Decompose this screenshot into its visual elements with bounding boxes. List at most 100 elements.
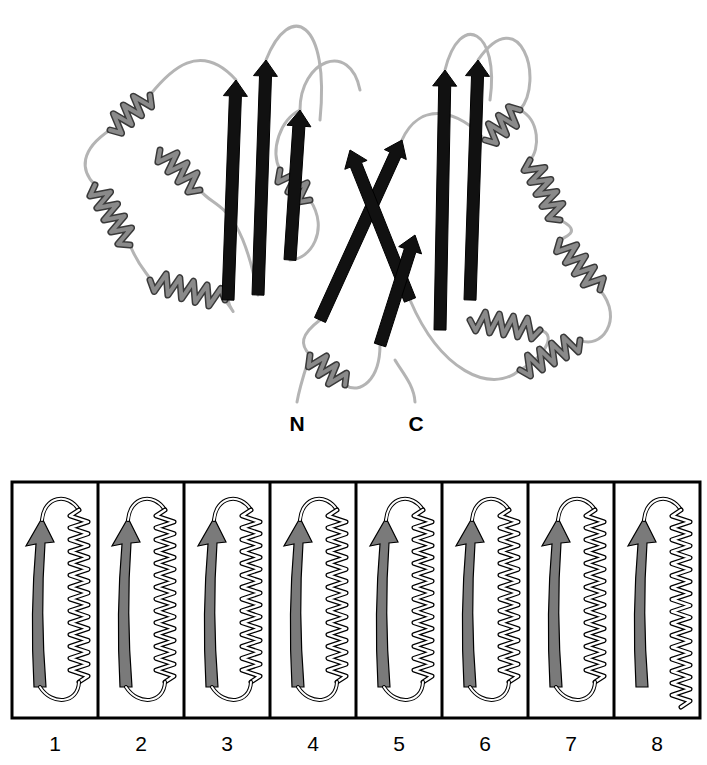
alpha-helix [414, 510, 432, 682]
panel-frame [12, 482, 700, 718]
box-outline [271, 483, 356, 718]
repeat-unit-icon [184, 482, 270, 718]
coil-loop [130, 245, 150, 280]
beta-strand [464, 60, 490, 300]
alpha-helix-face [524, 160, 563, 220]
terminus-label: C [408, 412, 423, 436]
repeat-box: 2 [98, 482, 184, 762]
coil-loop [126, 682, 165, 700]
repeat-unit-icon [12, 482, 98, 718]
repeat-number: 5 [356, 732, 442, 756]
alpha-helix-face [520, 337, 580, 376]
coil-loop [298, 682, 337, 700]
alpha-helix-face [414, 510, 432, 682]
beta-strand [252, 60, 277, 295]
alpha-helix [524, 160, 563, 220]
beta-strand [26, 518, 54, 687]
beta-strand [198, 518, 226, 687]
coil-loop [126, 682, 165, 700]
alpha-helix-face [150, 274, 225, 306]
repeat-number: 3 [184, 732, 270, 756]
alpha-helix [150, 274, 225, 306]
alpha-helix-face [158, 150, 200, 192]
coil-loop [556, 682, 595, 700]
alpha-helix [557, 240, 604, 290]
coil-loop [300, 61, 360, 110]
repeat-number: 8 [614, 732, 700, 756]
repeat-box: 1 [12, 482, 98, 762]
repeat-box: 5 [356, 482, 442, 762]
repeat-number: 1 [12, 732, 98, 756]
alpha-helix-face [156, 510, 174, 682]
coil-loop [384, 682, 423, 700]
alpha-helix [156, 510, 174, 682]
coil-loop [470, 682, 509, 700]
beta-strand [284, 110, 311, 260]
repeat-box: 3 [184, 482, 270, 762]
alpha-helix [70, 510, 88, 682]
alpha-helix [309, 355, 347, 385]
alpha-helix-face [586, 510, 604, 682]
repeat-unit-icon [528, 482, 614, 718]
box-outline [13, 483, 98, 718]
box-outline [357, 483, 442, 718]
repeat-number: 4 [270, 732, 356, 756]
alpha-helix-face [672, 510, 690, 707]
coil-loop [384, 682, 423, 700]
coil-loop [40, 682, 79, 700]
alpha-helix [520, 337, 580, 376]
alpha-helix [158, 150, 200, 192]
alpha-helix [470, 312, 540, 339]
alpha-helix-face [485, 107, 520, 144]
alpha-helix-face [70, 510, 88, 682]
alpha-helix-face [90, 185, 132, 245]
box-outline [615, 483, 700, 718]
beta-strand [284, 518, 312, 687]
alpha-helix-face [557, 240, 604, 290]
alpha-helix [328, 510, 346, 682]
box-outline [99, 483, 184, 718]
repeat-unit-icon [614, 482, 700, 718]
repeat-number: 7 [528, 732, 614, 756]
beta-strand [628, 518, 656, 687]
coil-loop [40, 682, 79, 700]
coil-loop [520, 110, 537, 160]
coil-loop [303, 320, 320, 355]
alpha-helix [500, 510, 518, 682]
alpha-helix [485, 107, 520, 144]
alpha-helix-face [328, 510, 346, 682]
alpha-helix-face [242, 510, 260, 682]
alpha-helix [90, 185, 132, 245]
coil-loop [212, 682, 251, 700]
beta-strand [374, 235, 421, 347]
repeat-unit-icon [270, 482, 356, 718]
coil-loop [298, 682, 337, 700]
coil-loop [470, 682, 509, 700]
coil-loop [85, 130, 110, 185]
alpha-helix-face [110, 95, 152, 133]
coil-loop [410, 300, 520, 379]
box-outline [529, 483, 614, 718]
coil-loop [580, 290, 610, 342]
beta-strand [542, 518, 570, 687]
repeat-unit-icon [356, 482, 442, 718]
beta-strand [222, 80, 247, 300]
repeat-number: 2 [98, 732, 184, 756]
coil-loop [212, 682, 251, 700]
repeat-box: 8 [614, 482, 700, 762]
repeat-unit-icon [442, 482, 528, 718]
repeat-number: 6 [442, 732, 528, 756]
beta-strand [456, 518, 484, 687]
alpha-helix [110, 95, 152, 133]
beta-strand [433, 70, 457, 330]
alpha-helix-face [500, 510, 518, 682]
alpha-helix [672, 510, 690, 707]
alpha-helix [586, 510, 604, 682]
repeat-box: 4 [270, 482, 356, 762]
repeat-unit-icon [98, 482, 184, 718]
repeat-box: 6 [442, 482, 528, 762]
coil-loop [395, 360, 415, 402]
beta-strand [370, 518, 398, 687]
alpha-helix-face [470, 312, 540, 339]
coil-loop [445, 34, 492, 100]
